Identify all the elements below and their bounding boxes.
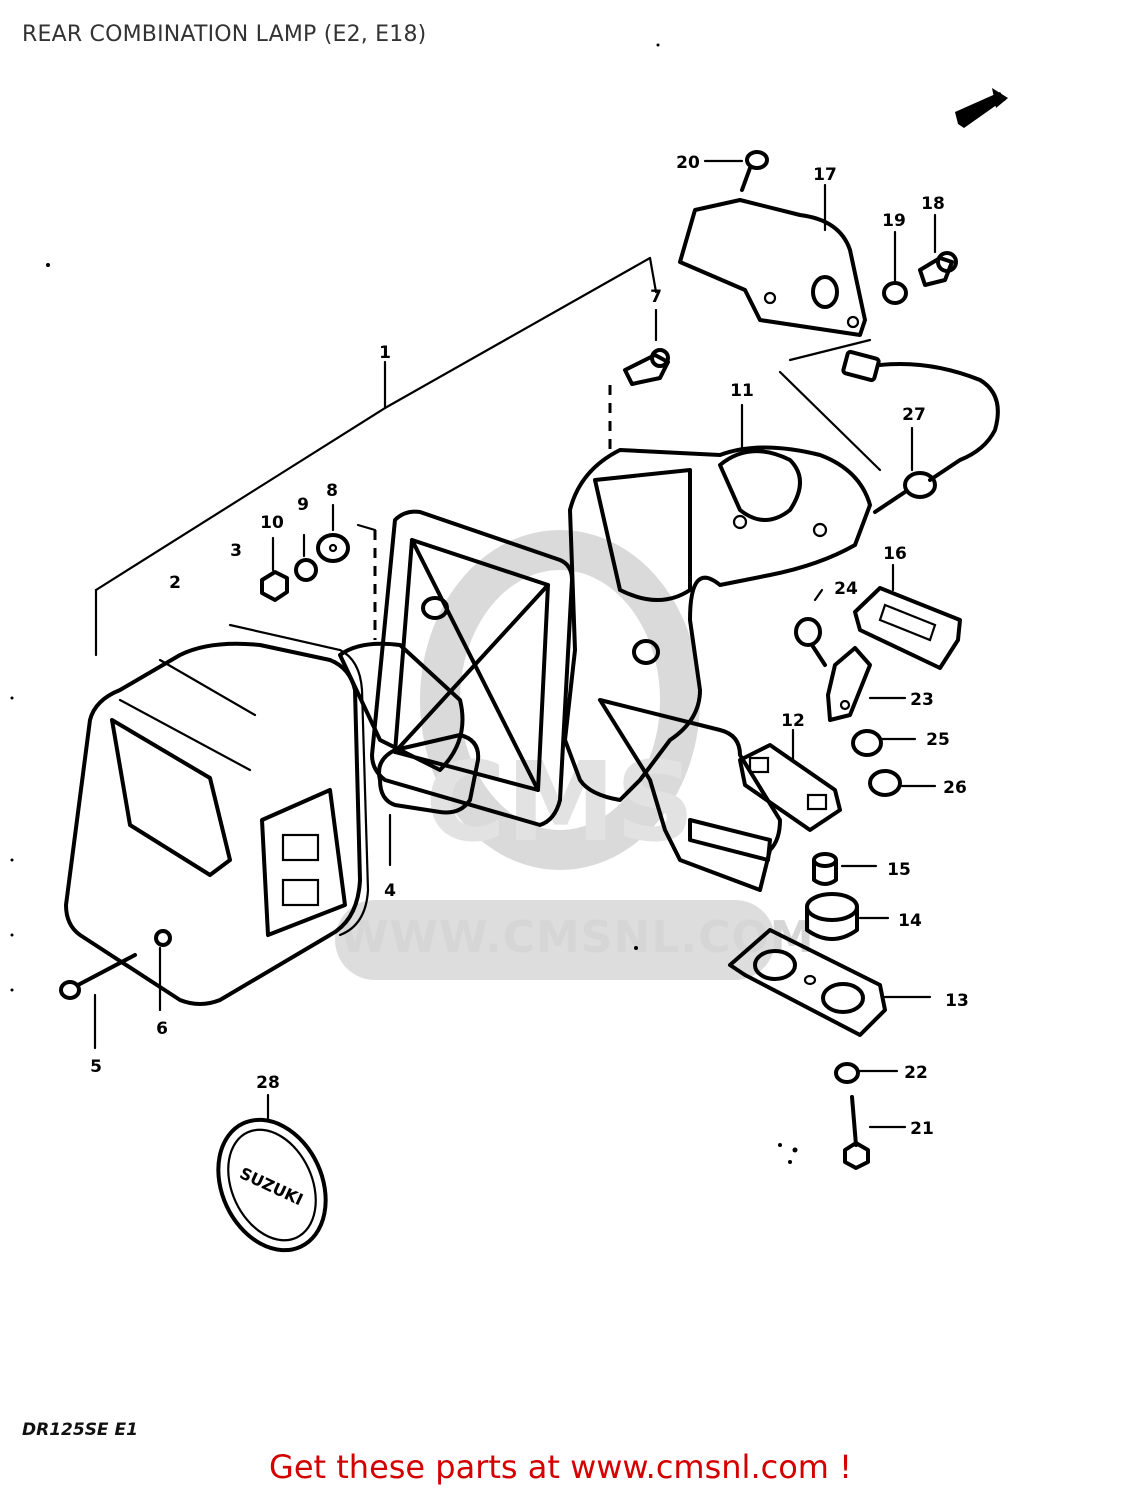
lens-washer-part xyxy=(154,929,172,1012)
front-arrow-icon xyxy=(955,88,1008,128)
scan-specks xyxy=(10,43,798,1164)
watermark-url: WWW.CMSNL.COM xyxy=(340,912,815,963)
callout-3: 3 xyxy=(230,541,242,561)
washer-19-part xyxy=(882,230,908,305)
rear-bracket-11-part xyxy=(563,403,872,802)
washer-9-part xyxy=(294,533,318,582)
callout-4: 4 xyxy=(384,881,396,901)
callout-13: 13 xyxy=(945,991,969,1011)
grommet-14-part xyxy=(805,892,890,941)
callout-17: 17 xyxy=(813,165,837,185)
lever-23-part xyxy=(826,646,907,722)
upper-bracket-17-part xyxy=(678,183,867,337)
callout-23: 23 xyxy=(910,690,934,710)
callout-6: 6 xyxy=(156,1019,168,1039)
footer-link[interactable]: Get these parts at www.cmsnl.com ! xyxy=(269,1448,852,1486)
assembly-bracket-1 xyxy=(94,256,658,657)
bulb-socket-part xyxy=(377,733,481,867)
plate-bracket-part xyxy=(598,698,782,892)
callout-11: 11 xyxy=(730,381,754,401)
lamp-gasket-part xyxy=(228,623,370,937)
callout-2: 2 xyxy=(169,573,181,593)
page-title: REAR COMBINATION LAMP (E2, E18) xyxy=(22,22,427,47)
plate-13-part xyxy=(728,928,932,1037)
bolt-24-part xyxy=(794,588,827,667)
callout-15: 15 xyxy=(887,860,911,880)
nut-10-part xyxy=(260,536,289,602)
callout-20: 20 xyxy=(676,153,700,173)
callout-28: 28 xyxy=(256,1073,280,1093)
callout-7: 7 xyxy=(650,287,662,307)
callout-24: 24 xyxy=(834,579,858,599)
lens-screw-part xyxy=(59,953,137,1050)
pad-16-part xyxy=(853,563,962,670)
callout-25: 25 xyxy=(926,730,950,750)
callout-14: 14 xyxy=(898,911,922,931)
callout-labels: 1 2 3 4 5 6 7 8 9 10 11 12 13 14 15 16 1… xyxy=(90,153,969,1139)
callout-27: 27 xyxy=(902,405,926,425)
lamp-lens-part xyxy=(64,641,362,1006)
callout-12: 12 xyxy=(781,711,805,731)
callout-19: 19 xyxy=(882,211,906,231)
callout-8: 8 xyxy=(326,481,338,501)
lamp-base-frame-part xyxy=(338,509,574,827)
callout-18: 18 xyxy=(921,194,945,214)
model-code: DR125SE E1 xyxy=(22,1420,138,1440)
screw-20-part xyxy=(703,150,769,192)
nut-26-part xyxy=(868,769,937,797)
emblem-text: SUZUKI xyxy=(237,1163,306,1209)
wire-harness-27-part xyxy=(778,338,1000,514)
callout-22: 22 xyxy=(904,1063,928,1083)
callout-10: 10 xyxy=(260,513,284,533)
callout-5: 5 xyxy=(90,1057,102,1077)
nut-25-part xyxy=(851,729,917,757)
bolt-21-part xyxy=(843,1095,907,1170)
callout-26: 26 xyxy=(943,778,967,798)
callout-9: 9 xyxy=(297,495,309,515)
washer-8-part xyxy=(316,503,350,563)
washer-22-part xyxy=(834,1062,899,1084)
callout-1: 1 xyxy=(379,343,391,363)
callout-21: 21 xyxy=(910,1119,934,1139)
collar-15-part xyxy=(812,852,878,886)
clamp-12-part xyxy=(738,728,842,832)
callout-16: 16 xyxy=(883,544,907,564)
bolt-18-part xyxy=(918,213,958,287)
bolt-7-part xyxy=(608,308,670,455)
suzuki-emblem-28-part: SUZUKI xyxy=(216,1093,328,1253)
